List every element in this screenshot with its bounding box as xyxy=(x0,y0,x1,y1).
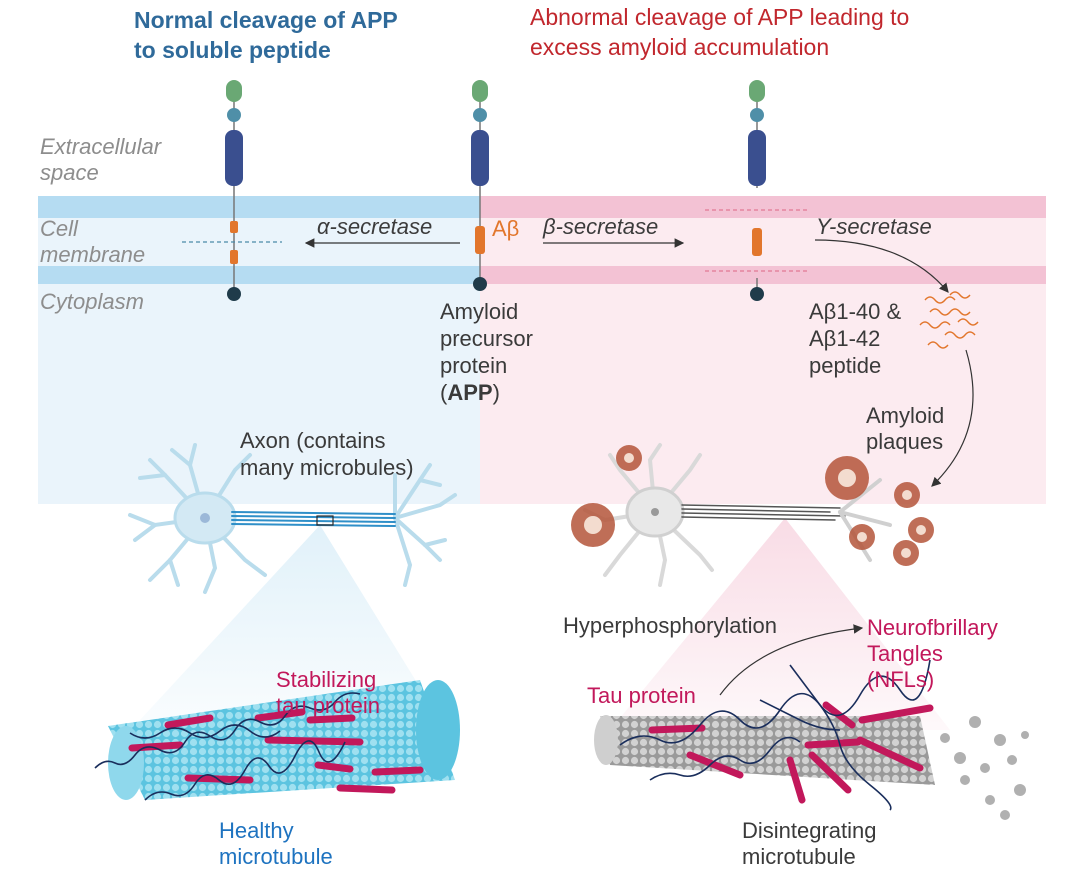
gamma-secretase-arrow xyxy=(814,239,949,293)
left-title-line2: to soluble peptide xyxy=(134,37,331,63)
membrane-outer-right xyxy=(480,196,1046,218)
healthy-neuron-icon xyxy=(128,443,457,594)
disintegrating-label-line1: Disintegrating xyxy=(742,818,877,843)
app-label-line1: Amyloid xyxy=(440,299,519,324)
cytoplasm-label: Cytoplasm xyxy=(40,289,144,314)
hyperphosphorylation-arrow xyxy=(719,624,864,696)
tau-protein-label: Tau protein xyxy=(587,683,696,708)
app-label-line3: protein xyxy=(440,353,508,378)
disintegrating-label-line2: microtubule xyxy=(742,844,856,869)
beta-secretase-label: β-secretase xyxy=(543,214,659,239)
membrane-label-line2: membrane xyxy=(40,242,146,267)
app-abbreviation: APP xyxy=(447,380,493,405)
disease-panel xyxy=(480,196,1046,504)
membrane-inner-left xyxy=(38,266,480,284)
stabilizing-label-line1: Stabilizing xyxy=(276,667,377,692)
right-title-line1: Abnormal cleavage of APP leading to xyxy=(530,4,910,30)
disintegrating-microtubule-icon xyxy=(594,659,1029,820)
app-label-line2: precursor xyxy=(440,326,533,351)
alpha-secretase-label: α-secretase xyxy=(317,214,433,239)
app-label-line4: (APP) xyxy=(440,380,500,405)
nfl-label-line2: Tangles xyxy=(867,641,943,666)
peptide-label-line1: Aβ1-40 & xyxy=(809,299,902,324)
membrane-label-line1: Cell xyxy=(40,216,78,241)
hyperphosphorylation-label: Hyperphosphorylation xyxy=(563,613,778,638)
axon-label-line1: Axon (contains xyxy=(240,428,386,453)
healthy-zoom-cone xyxy=(140,525,440,720)
left-title-line1: Normal cleavage of APP xyxy=(134,7,398,33)
right-title-line2: excess amyloid accumulation xyxy=(530,34,830,60)
plaque-formation-arrow xyxy=(931,349,974,487)
abeta-peptides-icon xyxy=(919,291,979,349)
nfl-label-line3: (NFLs) xyxy=(867,667,935,692)
abeta-label: Aβ xyxy=(492,216,520,241)
plaques-label-line2: plaques xyxy=(866,429,944,454)
gamma-secretase-label: Y-secretase xyxy=(816,214,932,239)
stabilizing-label-line2: tau protein xyxy=(276,693,380,718)
app-beta-gamma-cleaved xyxy=(705,80,808,301)
healthy-microtubule-icon xyxy=(94,680,460,801)
membrane-inner-right xyxy=(480,266,1046,284)
nfl-label-line1: Neurofbrillary xyxy=(867,615,998,640)
app-paren-open: ( xyxy=(440,380,448,405)
app-alpha-cleaved xyxy=(182,80,282,301)
extracellular-label-line2: space xyxy=(40,160,99,185)
extracellular-label-line1: Extracellular xyxy=(40,134,162,159)
app-paren-close: ) xyxy=(492,380,500,405)
app-intact xyxy=(471,80,489,291)
disease-zoom-cone xyxy=(610,518,950,730)
amyloid-plaques-icon xyxy=(571,445,934,566)
membrane-outer-left xyxy=(38,196,480,218)
healthy-label-line2: microtubule xyxy=(219,844,333,869)
axon-label-line2: many microbules) xyxy=(240,455,414,480)
healthy-label-line1: Healthy xyxy=(219,818,294,843)
peptide-label-line2: Aβ1-42 xyxy=(809,326,881,351)
plaques-label-line1: Amyloid xyxy=(866,403,945,428)
peptide-label-line3: peptide xyxy=(809,353,882,378)
healthy-panel xyxy=(38,196,480,504)
